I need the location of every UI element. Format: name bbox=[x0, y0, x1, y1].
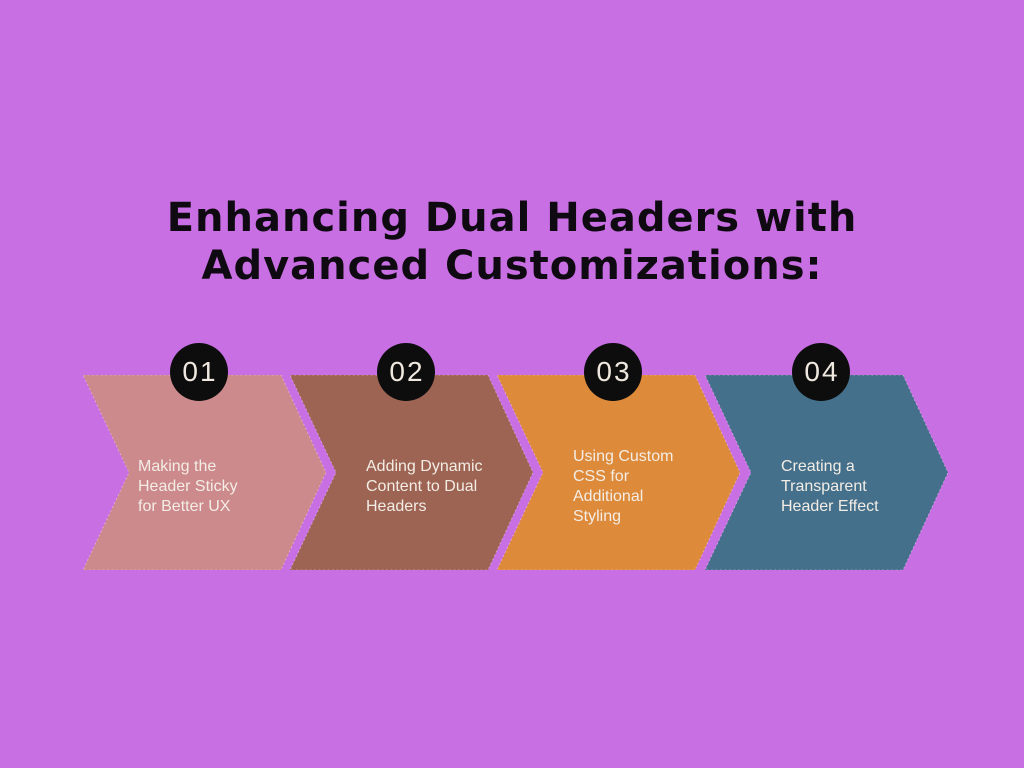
step-number-badge: 02 bbox=[377, 343, 435, 401]
step-label-text: Creating a Transparent Header Effect bbox=[781, 457, 879, 515]
step-number-badge: 04 bbox=[792, 343, 850, 401]
chevron-shape bbox=[83, 375, 327, 570]
chevron-shape bbox=[497, 375, 741, 570]
chevron-arrow-icon bbox=[497, 375, 741, 570]
step-item-4: 04 Creating a Transparent Header Effect bbox=[705, 343, 949, 570]
chevron-shape bbox=[705, 375, 949, 570]
step-label: Creating a Transparent Header Effect bbox=[781, 375, 931, 570]
step-number: 01 bbox=[182, 356, 218, 387]
step-label: Adding Dynamic Content to Dual Headers bbox=[366, 375, 516, 570]
page-title: Enhancing Dual Headers with Advanced Cus… bbox=[0, 194, 1024, 290]
step-number: 03 bbox=[596, 356, 632, 387]
step-label-text: Using Custom CSS for Additional Styling bbox=[573, 447, 674, 525]
step-item-1: 01 Making the Header Sticky for Better U… bbox=[83, 343, 327, 570]
chevron-arrow-icon bbox=[705, 375, 949, 570]
chevron-arrow-icon bbox=[83, 375, 327, 570]
step-label: Using Custom CSS for Additional Styling bbox=[573, 375, 723, 570]
step-item-3: 03 Using Custom CSS for Additional Styli… bbox=[497, 343, 741, 570]
step-number: 04 bbox=[804, 356, 840, 387]
chevron-arrow-icon bbox=[290, 375, 534, 570]
step-number-badge: 01 bbox=[170, 343, 228, 401]
step-label-text: Making the Header Sticky for Better UX bbox=[138, 457, 238, 515]
step-item-2: 02 Adding Dynamic Content to Dual Header… bbox=[290, 343, 534, 570]
page-title-line-1: Enhancing Dual Headers with bbox=[166, 195, 858, 241]
page-title-line-2: Advanced Customizations: bbox=[201, 243, 823, 289]
chevron-shape bbox=[290, 375, 534, 570]
step-label: Making the Header Sticky for Better UX bbox=[138, 375, 288, 570]
step-number-badge: 03 bbox=[584, 343, 642, 401]
step-number: 02 bbox=[389, 356, 425, 387]
step-label-text: Adding Dynamic Content to Dual Headers bbox=[366, 457, 483, 515]
